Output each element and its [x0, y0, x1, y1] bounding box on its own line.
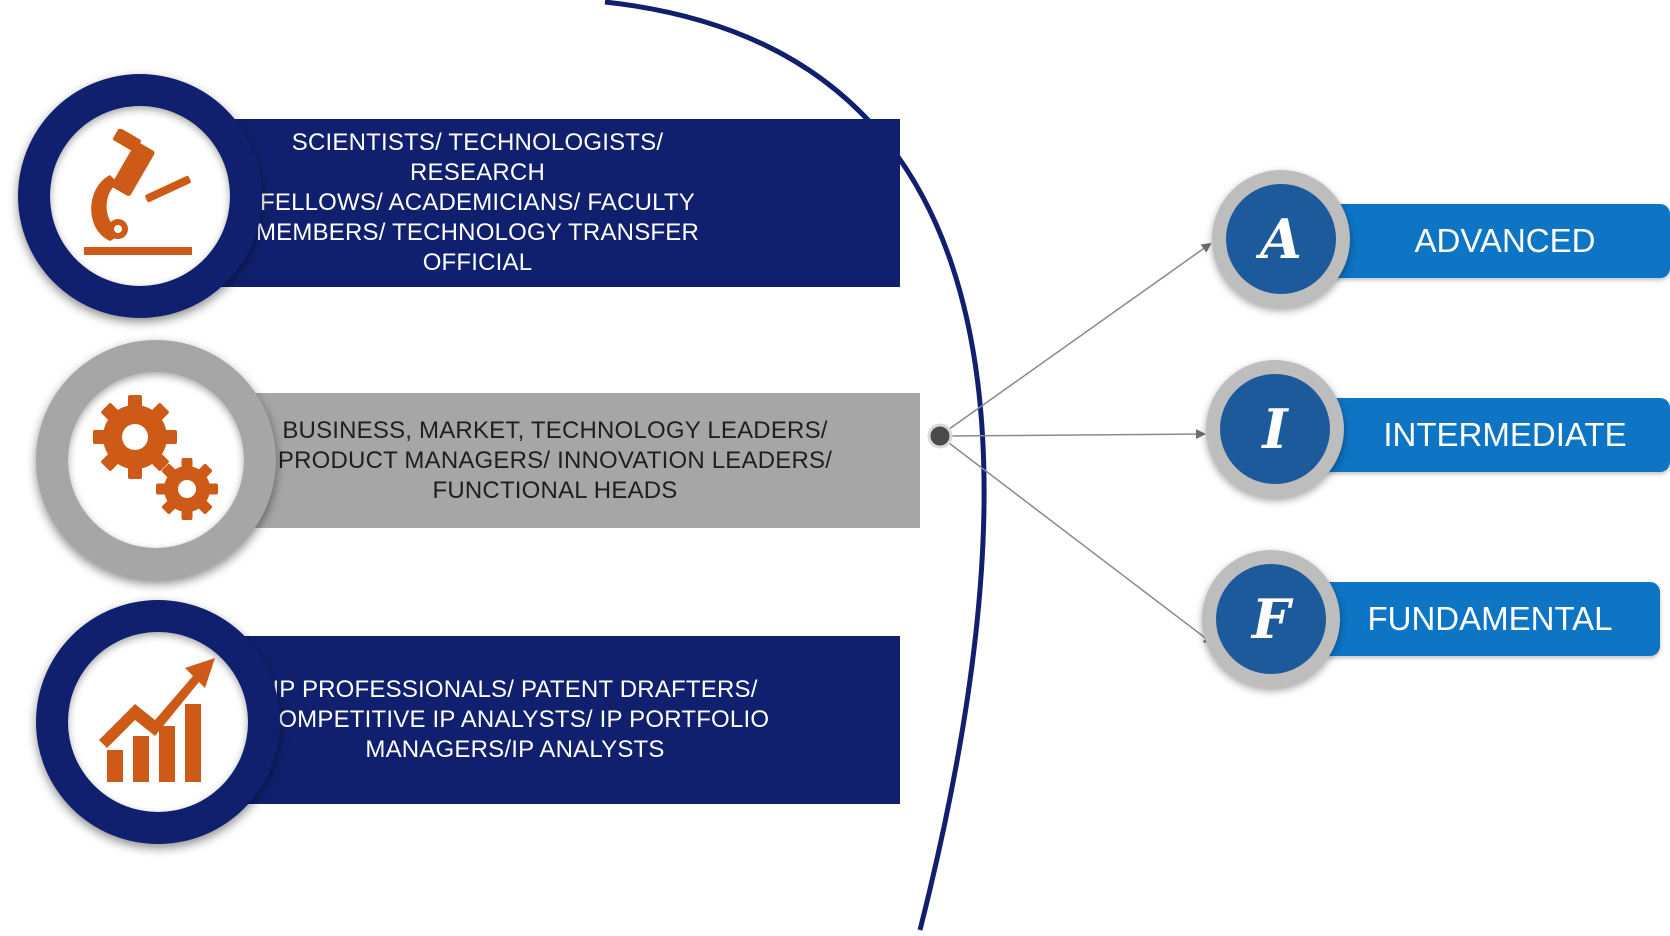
audience-label: IP PROFESSIONALS/ PATENT DRAFTERS/ COMPE…	[260, 676, 770, 763]
level-letter: I	[1262, 397, 1288, 461]
audience-badge-ip-professionals	[36, 600, 280, 844]
audience-band-ip-professionals: IP PROFESSIONALS/ PATENT DRAFTERS/ COMPE…	[210, 636, 900, 804]
level-label: INTERMEDIATE	[1383, 416, 1627, 453]
level-pill-intermediate: INTERMEDIATE	[1320, 398, 1670, 472]
audience-badge-researchers	[18, 74, 262, 318]
hub-dot	[927, 423, 953, 449]
level-pill-fundamental: FUNDAMENTAL	[1320, 582, 1660, 656]
arrow-to-intermediate	[944, 429, 1206, 440]
level-badge-advanced: A	[1212, 170, 1350, 308]
gears-icon	[91, 393, 221, 528]
grouping-arc	[604, 0, 987, 931]
level-letter: F	[1251, 587, 1291, 651]
icon-disc	[68, 632, 248, 812]
arrow-to-fundamental	[944, 439, 1214, 645]
audience-badge-business	[36, 340, 276, 580]
letter-f-icon: F	[1216, 564, 1326, 674]
level-badge-fundamental: F	[1202, 550, 1340, 688]
audience-band-business: BUSINESS, MARKET, TECHNOLOGY LEADERS/ PR…	[210, 393, 920, 528]
audience-label: SCIENTISTS/ TECHNOLOGISTS/ RESEARCH FELL…	[255, 129, 699, 276]
growth-chart-icon	[97, 654, 219, 791]
level-badge-intermediate: I	[1206, 360, 1344, 498]
icon-disc	[50, 106, 230, 286]
letter-a-icon: A	[1226, 184, 1336, 294]
level-label: FUNDAMENTAL	[1367, 600, 1613, 637]
arrow-to-advanced	[944, 242, 1212, 433]
audience-label: BUSINESS, MARKET, TECHNOLOGY LEADERS/ PR…	[277, 416, 833, 504]
icon-disc	[68, 372, 244, 548]
level-pill-advanced: ADVANCED	[1320, 204, 1670, 278]
audience-band-researchers: SCIENTISTS/ TECHNOLOGISTS/ RESEARCH FELL…	[200, 119, 900, 287]
microscope-icon	[84, 127, 196, 264]
letter-i-icon: I	[1220, 374, 1330, 484]
level-letter: A	[1260, 207, 1302, 271]
level-label: ADVANCED	[1414, 222, 1596, 259]
